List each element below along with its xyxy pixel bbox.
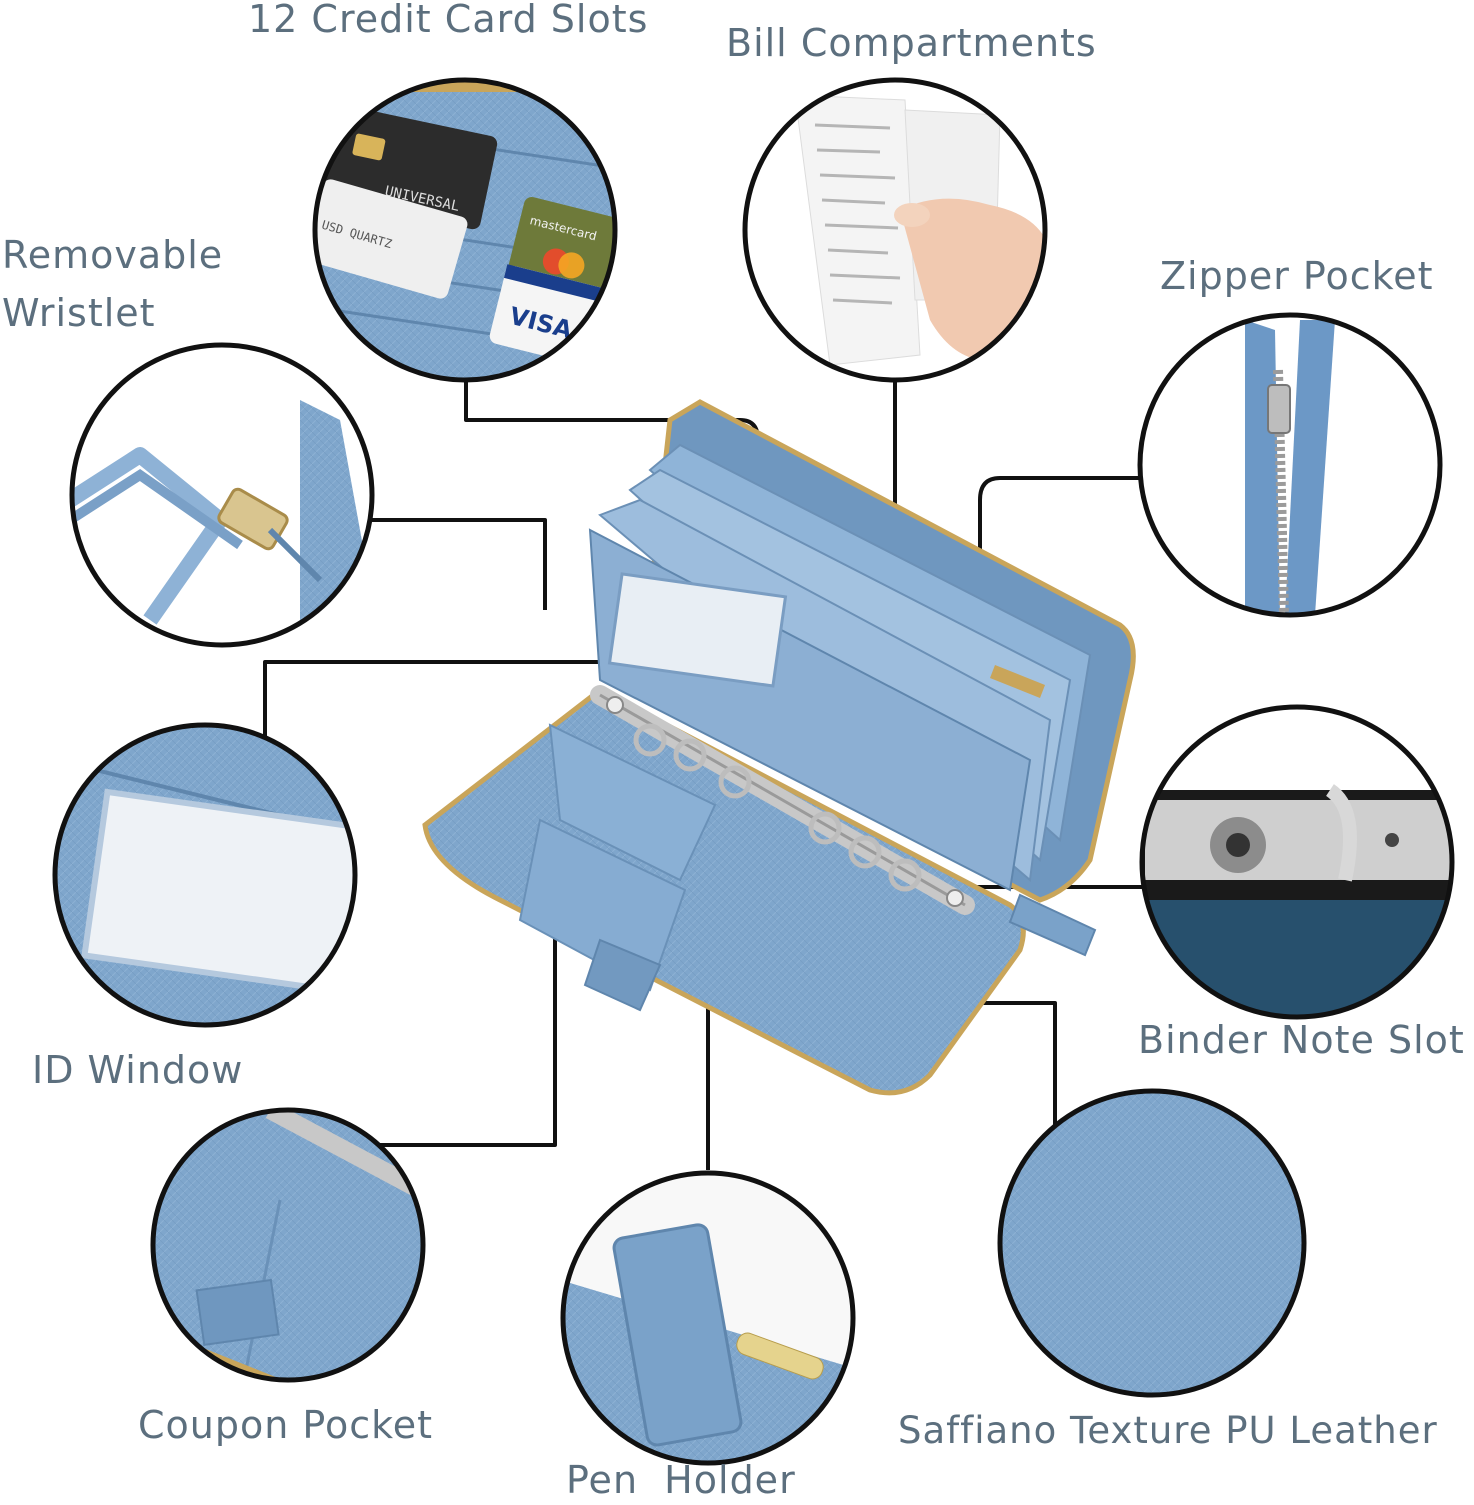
detail-bill-compartments — [742, 77, 1048, 383]
zipper-icon — [1245, 320, 1335, 615]
pen-elastic — [612, 1223, 743, 1447]
label-id-window: ID Window — [32, 1048, 244, 1092]
detail-wristlet — [69, 342, 375, 648]
label-removable-wristlet-line2: Wristlet — [2, 291, 156, 335]
circle-frame-binder — [1139, 704, 1455, 1020]
circle-frame-coupon — [150, 1107, 426, 1383]
circle-frame-zipper — [1137, 312, 1443, 618]
binder-rings — [590, 685, 975, 915]
detail-binder-note-slot — [1139, 704, 1455, 1020]
circle-frame-bill — [742, 77, 1048, 383]
zipper-tab-front — [1008, 893, 1097, 957]
label-bill-compartments: Bill Compartments — [726, 21, 1097, 65]
label-pen-holder: Pen Holder — [566, 1458, 796, 1502]
detail-coupon-pocket — [150, 1107, 426, 1383]
circle-frame-wristlet — [69, 342, 375, 648]
id-window-small — [607, 572, 788, 688]
detail-zipper-pocket — [1137, 312, 1443, 618]
circle-frame-texture — [997, 1088, 1307, 1398]
pen-holder-strap — [583, 938, 662, 1012]
label-credit-card-slots: 12 Credit Card Slots — [248, 0, 649, 41]
label-removable-wristlet-line1: Removable — [2, 233, 224, 277]
binder-ring-icon — [1145, 784, 1452, 882]
zipper-pull-gold — [990, 665, 1045, 698]
id-window-clear — [81, 788, 355, 997]
circle-frame-id — [52, 722, 358, 1028]
detail-id-window — [52, 722, 358, 1028]
circle-frame-credit-cards — [312, 77, 618, 383]
label-coupon-pocket: Coupon Pocket — [138, 1403, 434, 1447]
connector-zipper — [978, 476, 1140, 680]
card-usd: USD QUARTZ — [315, 179, 468, 299]
label-saffiano-texture: Saffiano Texture PU Leather — [898, 1409, 1438, 1452]
wallet-illustration — [422, 399, 1136, 1096]
label-zipper-pocket: Zipper Pocket — [1160, 254, 1434, 298]
connector-pen — [660, 981, 710, 1170]
texture-swatch — [1000, 1091, 1304, 1395]
detail-credit-card-slots: UNIVERSAL USD QUARTZ mastercard VISA — [312, 77, 618, 383]
connector-wristlet — [372, 518, 547, 610]
label-binder-note-slot: Binder Note Slot — [1138, 1018, 1465, 1062]
coupon-pocket-area — [548, 723, 717, 882]
circle-frame-pen — [560, 1170, 856, 1466]
coupon-pocket-front — [518, 818, 687, 992]
detail-pen-holder — [560, 1170, 856, 1466]
detail-saffiano-texture — [997, 1088, 1307, 1398]
